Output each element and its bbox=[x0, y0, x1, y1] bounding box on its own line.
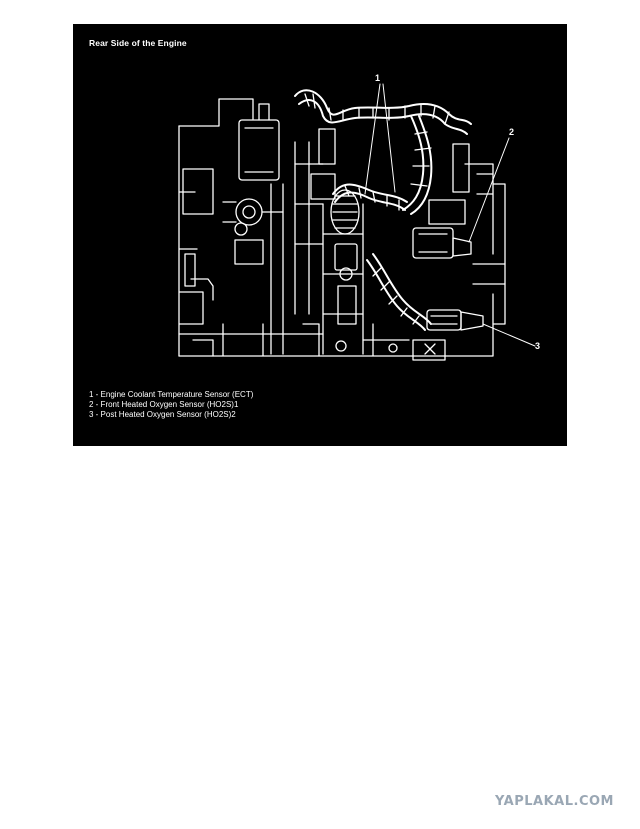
site-watermark: YAPLAKAL.COM bbox=[495, 794, 614, 809]
accessory-housing bbox=[238, 119, 280, 181]
front-o2-sensor bbox=[452, 237, 472, 257]
legend-item-2: 2 - Front Heated Oxygen Sensor (HO2S)1 bbox=[89, 400, 239, 409]
engine-line-drawing bbox=[178, 83, 536, 361]
vertical-pipe-left bbox=[270, 183, 284, 355]
engine-block-left-outline bbox=[178, 125, 204, 357]
callout-3-leader bbox=[482, 323, 536, 347]
wiring-harness-top bbox=[294, 89, 472, 125]
post-o2-harness bbox=[372, 253, 432, 325]
post-o2-sensor bbox=[426, 309, 462, 331]
callout-2-leader bbox=[468, 137, 510, 243]
callout-1-leader-b bbox=[382, 83, 396, 193]
callout-1-leader-a bbox=[364, 83, 381, 195]
callout-3: 3 bbox=[535, 341, 541, 351]
manifold-body bbox=[322, 203, 364, 355]
callout-2: 2 bbox=[509, 127, 515, 137]
pulley bbox=[235, 198, 263, 226]
legend-item-1: 1 - Engine Coolant Temperature Sensor (E… bbox=[89, 390, 254, 399]
callout-1: 1 bbox=[375, 73, 381, 83]
legend-item-3: 3 - Post Heated Oxygen Sensor (HO2S)2 bbox=[89, 410, 236, 419]
coolant-sensor-body bbox=[330, 189, 360, 235]
engine-diagram-panel: Rear Side of the Engine 1 2 3 1 - Engine… bbox=[73, 24, 567, 446]
figure-legend: 1 - Engine Coolant Temperature Sensor (E… bbox=[89, 390, 253, 420]
front-o2-sensor-connector bbox=[412, 227, 454, 259]
engine-block-upper-left bbox=[178, 98, 254, 127]
figure-title: Rear Side of the Engine bbox=[89, 38, 187, 48]
